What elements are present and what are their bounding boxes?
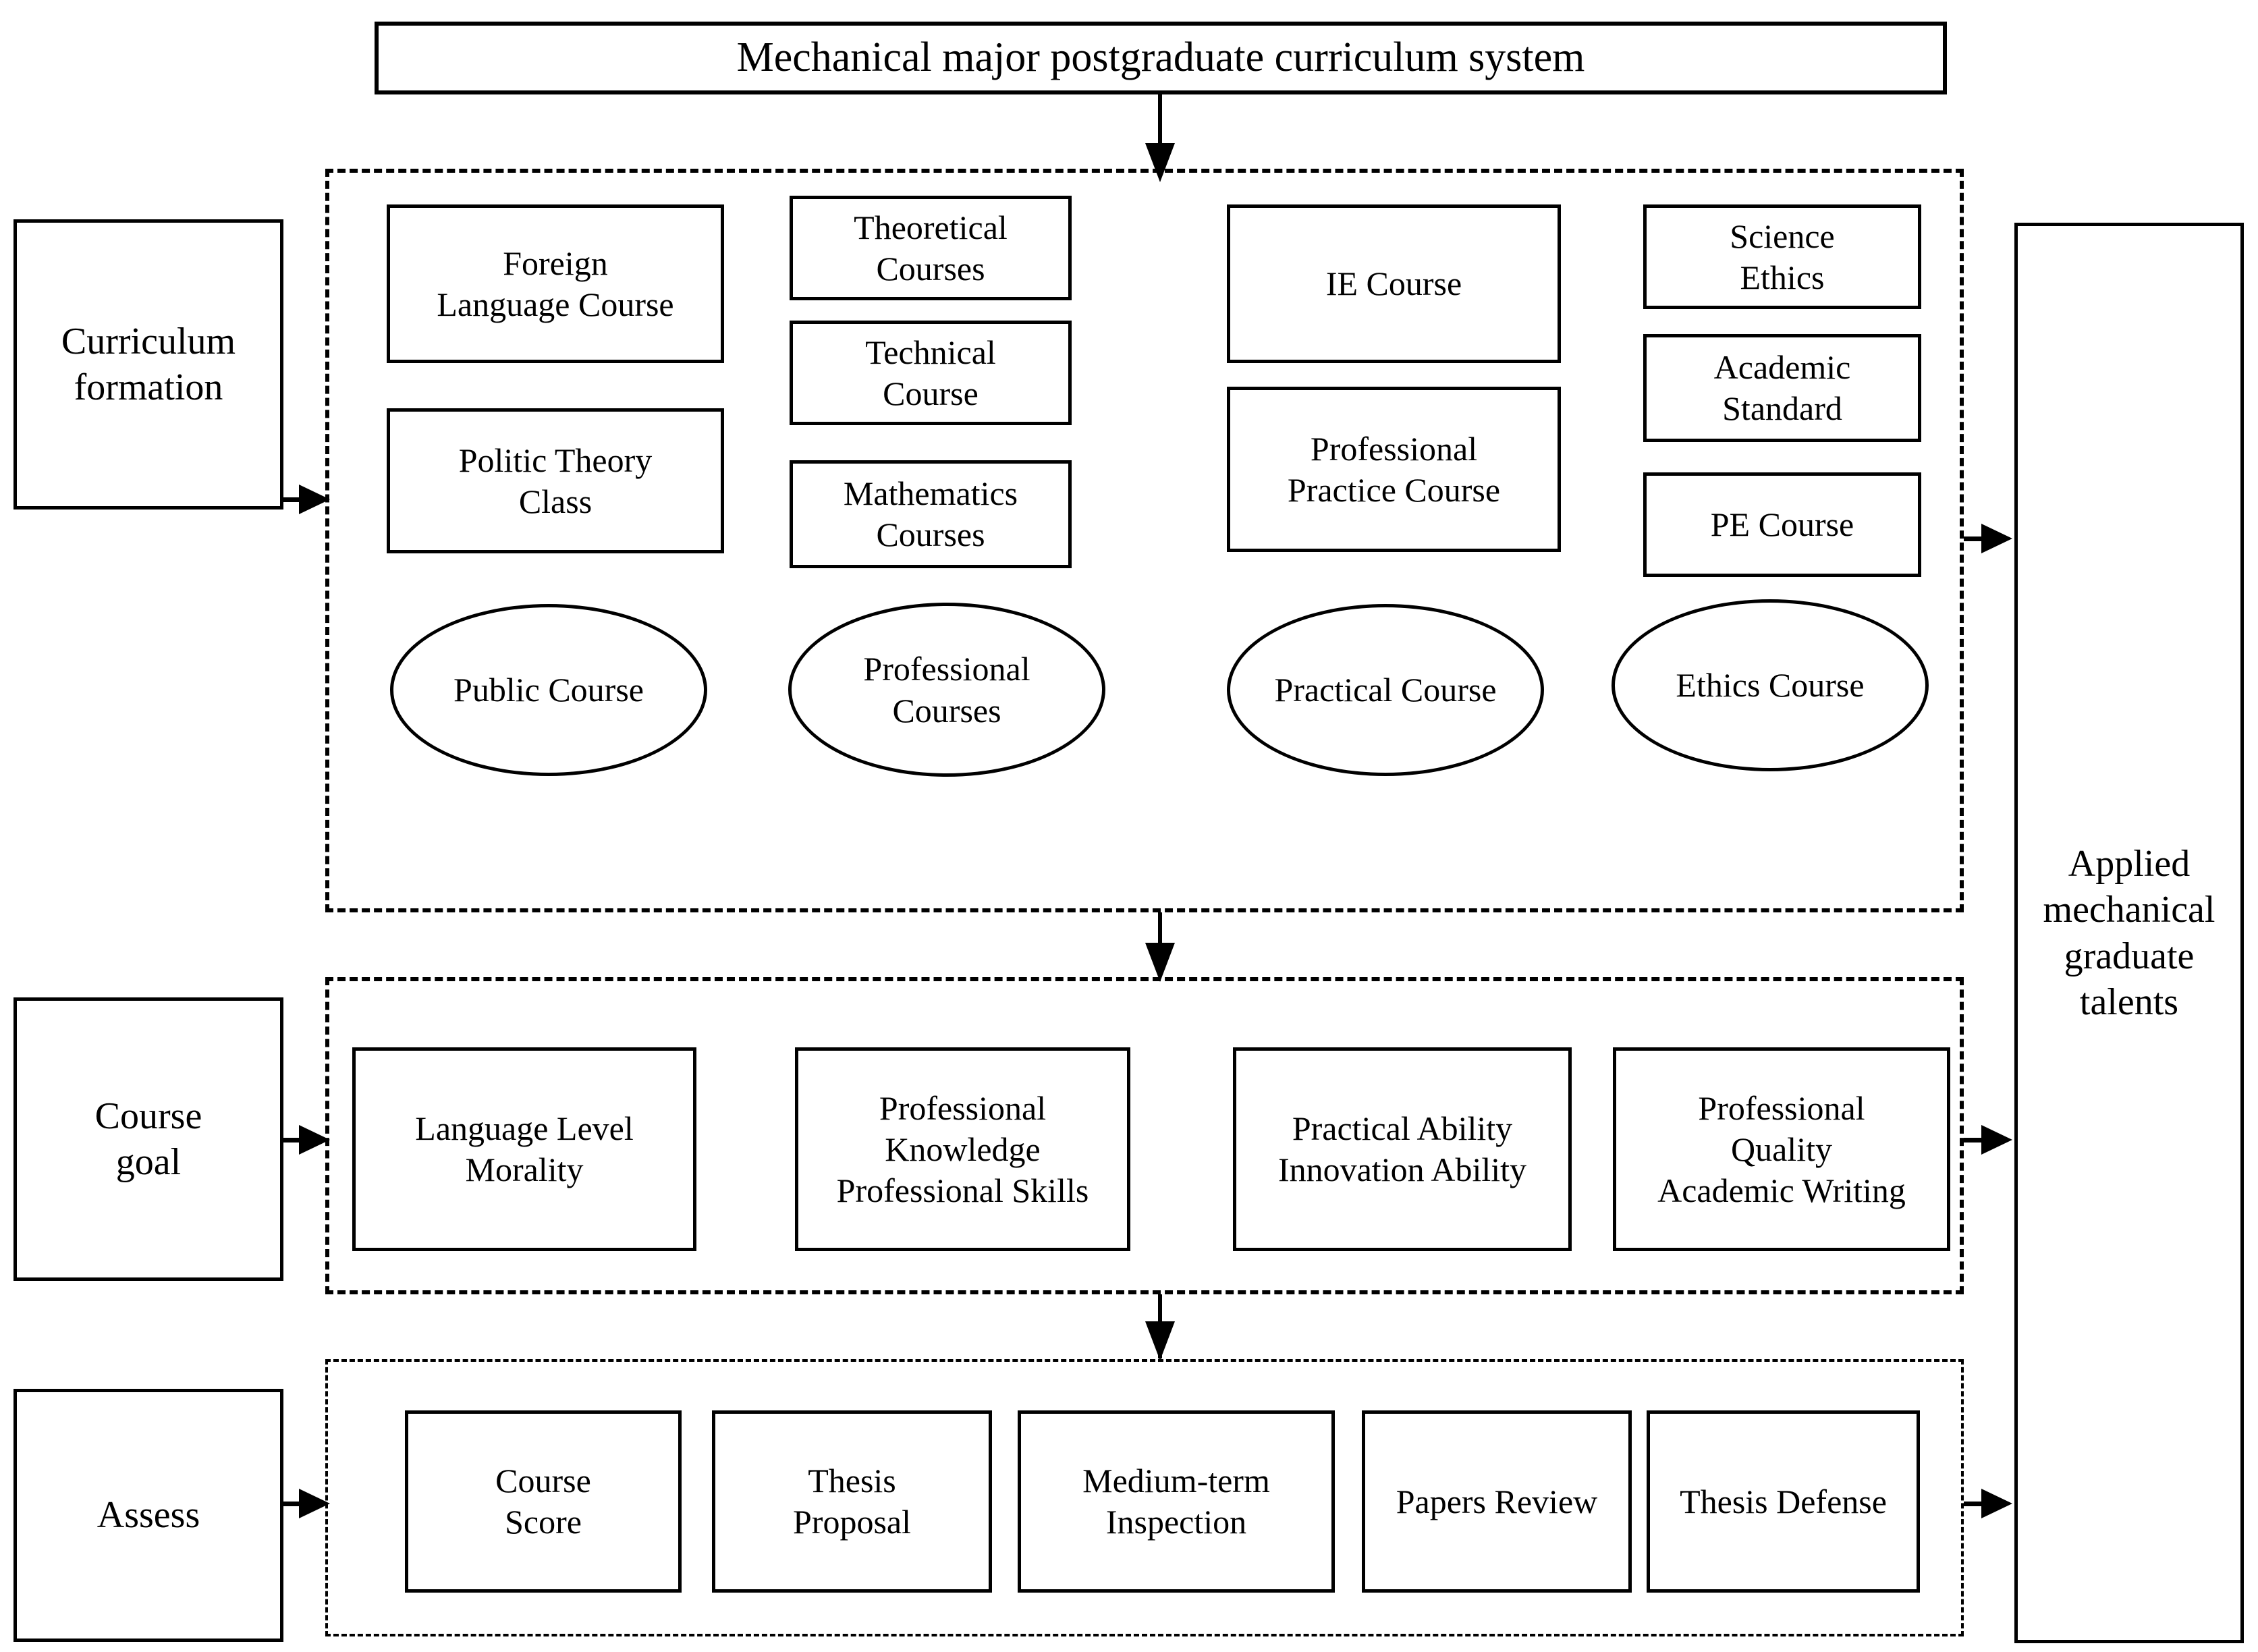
ellipse-practical-course[interactable]: Practical Course — [1227, 604, 1544, 776]
box-course-score[interactable]: Course Score — [405, 1410, 682, 1593]
stage-assess-label: Assess — [97, 1494, 200, 1537]
arrow-curriculum-to-goal-head — [1145, 943, 1175, 982]
box-technical-course-label: Technical Course — [865, 333, 996, 412]
box-foreign-language-course[interactable]: Foreign Language Course — [387, 204, 724, 363]
box-pe-course[interactable]: PE Course — [1643, 472, 1921, 577]
box-mathematics-courses-label: Mathematics Courses — [843, 474, 1018, 553]
box-politic-theory-class-label: Politic Theory Class — [458, 441, 653, 520]
arrow-curriculum-to-outcome-shaft — [1964, 536, 1996, 541]
box-goal-professional-quality-label: Professional Quality Academic Writing — [1657, 1089, 1906, 1209]
arrow-goal-to-outcome-head — [1981, 1125, 2012, 1155]
box-papers-review[interactable]: Papers Review — [1362, 1410, 1632, 1593]
box-goal-language-level-morality-label: Language Level Morality — [415, 1109, 634, 1188]
ellipse-ethics-course[interactable]: Ethics Course — [1612, 599, 1929, 771]
box-medium-term-inspection[interactable]: Medium-term Inspection — [1018, 1410, 1335, 1593]
box-goal-professional-knowledge[interactable]: Professional Knowledge Professional Skil… — [795, 1047, 1130, 1251]
box-course-score-label: Course Score — [495, 1462, 591, 1541]
box-mathematics-courses[interactable]: Mathematics Courses — [790, 460, 1072, 568]
arrow-title-to-curriculum-shaft — [1158, 94, 1162, 159]
box-thesis-proposal[interactable]: Thesis Proposal — [712, 1410, 992, 1593]
title-label: Mechanical major postgraduate curriculum… — [736, 34, 1585, 81]
stage-curriculum-formation-label: Curriculum formation — [61, 320, 236, 408]
box-professional-practice-course[interactable]: Professional Practice Course — [1227, 387, 1561, 552]
arrow-curriculum-to-outcome-head — [1981, 524, 2012, 553]
box-goal-language-level-morality[interactable]: Language Level Morality — [352, 1047, 696, 1251]
box-science-ethics-label: Science Ethics — [1730, 217, 1835, 296]
box-theoretical-courses[interactable]: Theoretical Courses — [790, 196, 1072, 300]
box-thesis-defense-label: Thesis Defense — [1680, 1482, 1887, 1520]
outcome-box-applied-mechanical-graduate-talents[interactable]: Applied mechanical graduate talents — [2014, 223, 2244, 1643]
arrow-curriculum-head — [299, 485, 330, 514]
stage-course-goal-label: Course goal — [94, 1095, 202, 1183]
arrow-assess-to-outcome-shaft — [1964, 1502, 1996, 1506]
box-papers-review-label: Papers Review — [1396, 1482, 1598, 1520]
stage-course-goal[interactable]: Course goal — [13, 997, 283, 1281]
arrow-assess-head — [299, 1489, 330, 1518]
section-curriculum-container — [325, 169, 1964, 912]
ellipse-professional-courses[interactable]: Professional Courses — [788, 603, 1105, 777]
arrow-course-goal-head — [299, 1125, 330, 1155]
section-goal-container — [325, 977, 1964, 1294]
box-goal-practical-innovation[interactable]: Practical Ability Innovation Ability — [1233, 1047, 1572, 1251]
box-foreign-language-course-label: Foreign Language Course — [437, 244, 674, 323]
arrow-assess-to-outcome-head — [1981, 1489, 2012, 1518]
box-thesis-proposal-label: Thesis Proposal — [793, 1462, 911, 1541]
box-ie-course[interactable]: IE Course — [1227, 204, 1561, 363]
stage-curriculum-formation[interactable]: Curriculum formation — [13, 219, 283, 510]
ellipse-ethics-course-label: Ethics Course — [1676, 666, 1865, 705]
box-theoretical-courses-label: Theoretical Courses — [854, 208, 1008, 287]
ellipse-professional-courses-label: Professional Courses — [863, 649, 1030, 730]
stage-assess[interactable]: Assess — [13, 1389, 283, 1642]
outcome-label: Applied mechanical graduate talents — [2043, 842, 2215, 1023]
ellipse-practical-course-label: Practical Course — [1274, 671, 1497, 709]
box-science-ethics[interactable]: Science Ethics — [1643, 204, 1921, 309]
section-assess-container — [325, 1359, 1964, 1636]
box-academic-standard-label: Academic Standard — [1713, 348, 1851, 427]
arrow-title-to-curriculum-head — [1145, 143, 1175, 182]
box-thesis-defense[interactable]: Thesis Defense — [1647, 1410, 1920, 1593]
ellipse-public-course[interactable]: Public Course — [390, 604, 707, 776]
title-box: Mechanical major postgraduate curriculum… — [375, 22, 1947, 94]
box-pe-course-label: PE Course — [1710, 505, 1854, 543]
box-technical-course[interactable]: Technical Course — [790, 321, 1072, 425]
ellipse-public-course-label: Public Course — [453, 671, 644, 709]
box-politic-theory-class[interactable]: Politic Theory Class — [387, 408, 724, 553]
box-ie-course-label: IE Course — [1325, 265, 1462, 302]
box-medium-term-inspection-label: Medium-term Inspection — [1082, 1462, 1270, 1541]
box-goal-professional-knowledge-label: Professional Knowledge Professional Skil… — [836, 1089, 1089, 1209]
box-goal-professional-quality[interactable]: Professional Quality Academic Writing — [1613, 1047, 1950, 1251]
box-goal-practical-innovation-label: Practical Ability Innovation Ability — [1277, 1109, 1527, 1188]
arrow-goal-to-outcome-shaft — [1964, 1138, 1996, 1142]
arrow-goal-to-assess-head — [1145, 1321, 1175, 1360]
box-academic-standard[interactable]: Academic Standard — [1643, 334, 1921, 442]
box-professional-practice-course-label: Professional Practice Course — [1287, 429, 1501, 509]
